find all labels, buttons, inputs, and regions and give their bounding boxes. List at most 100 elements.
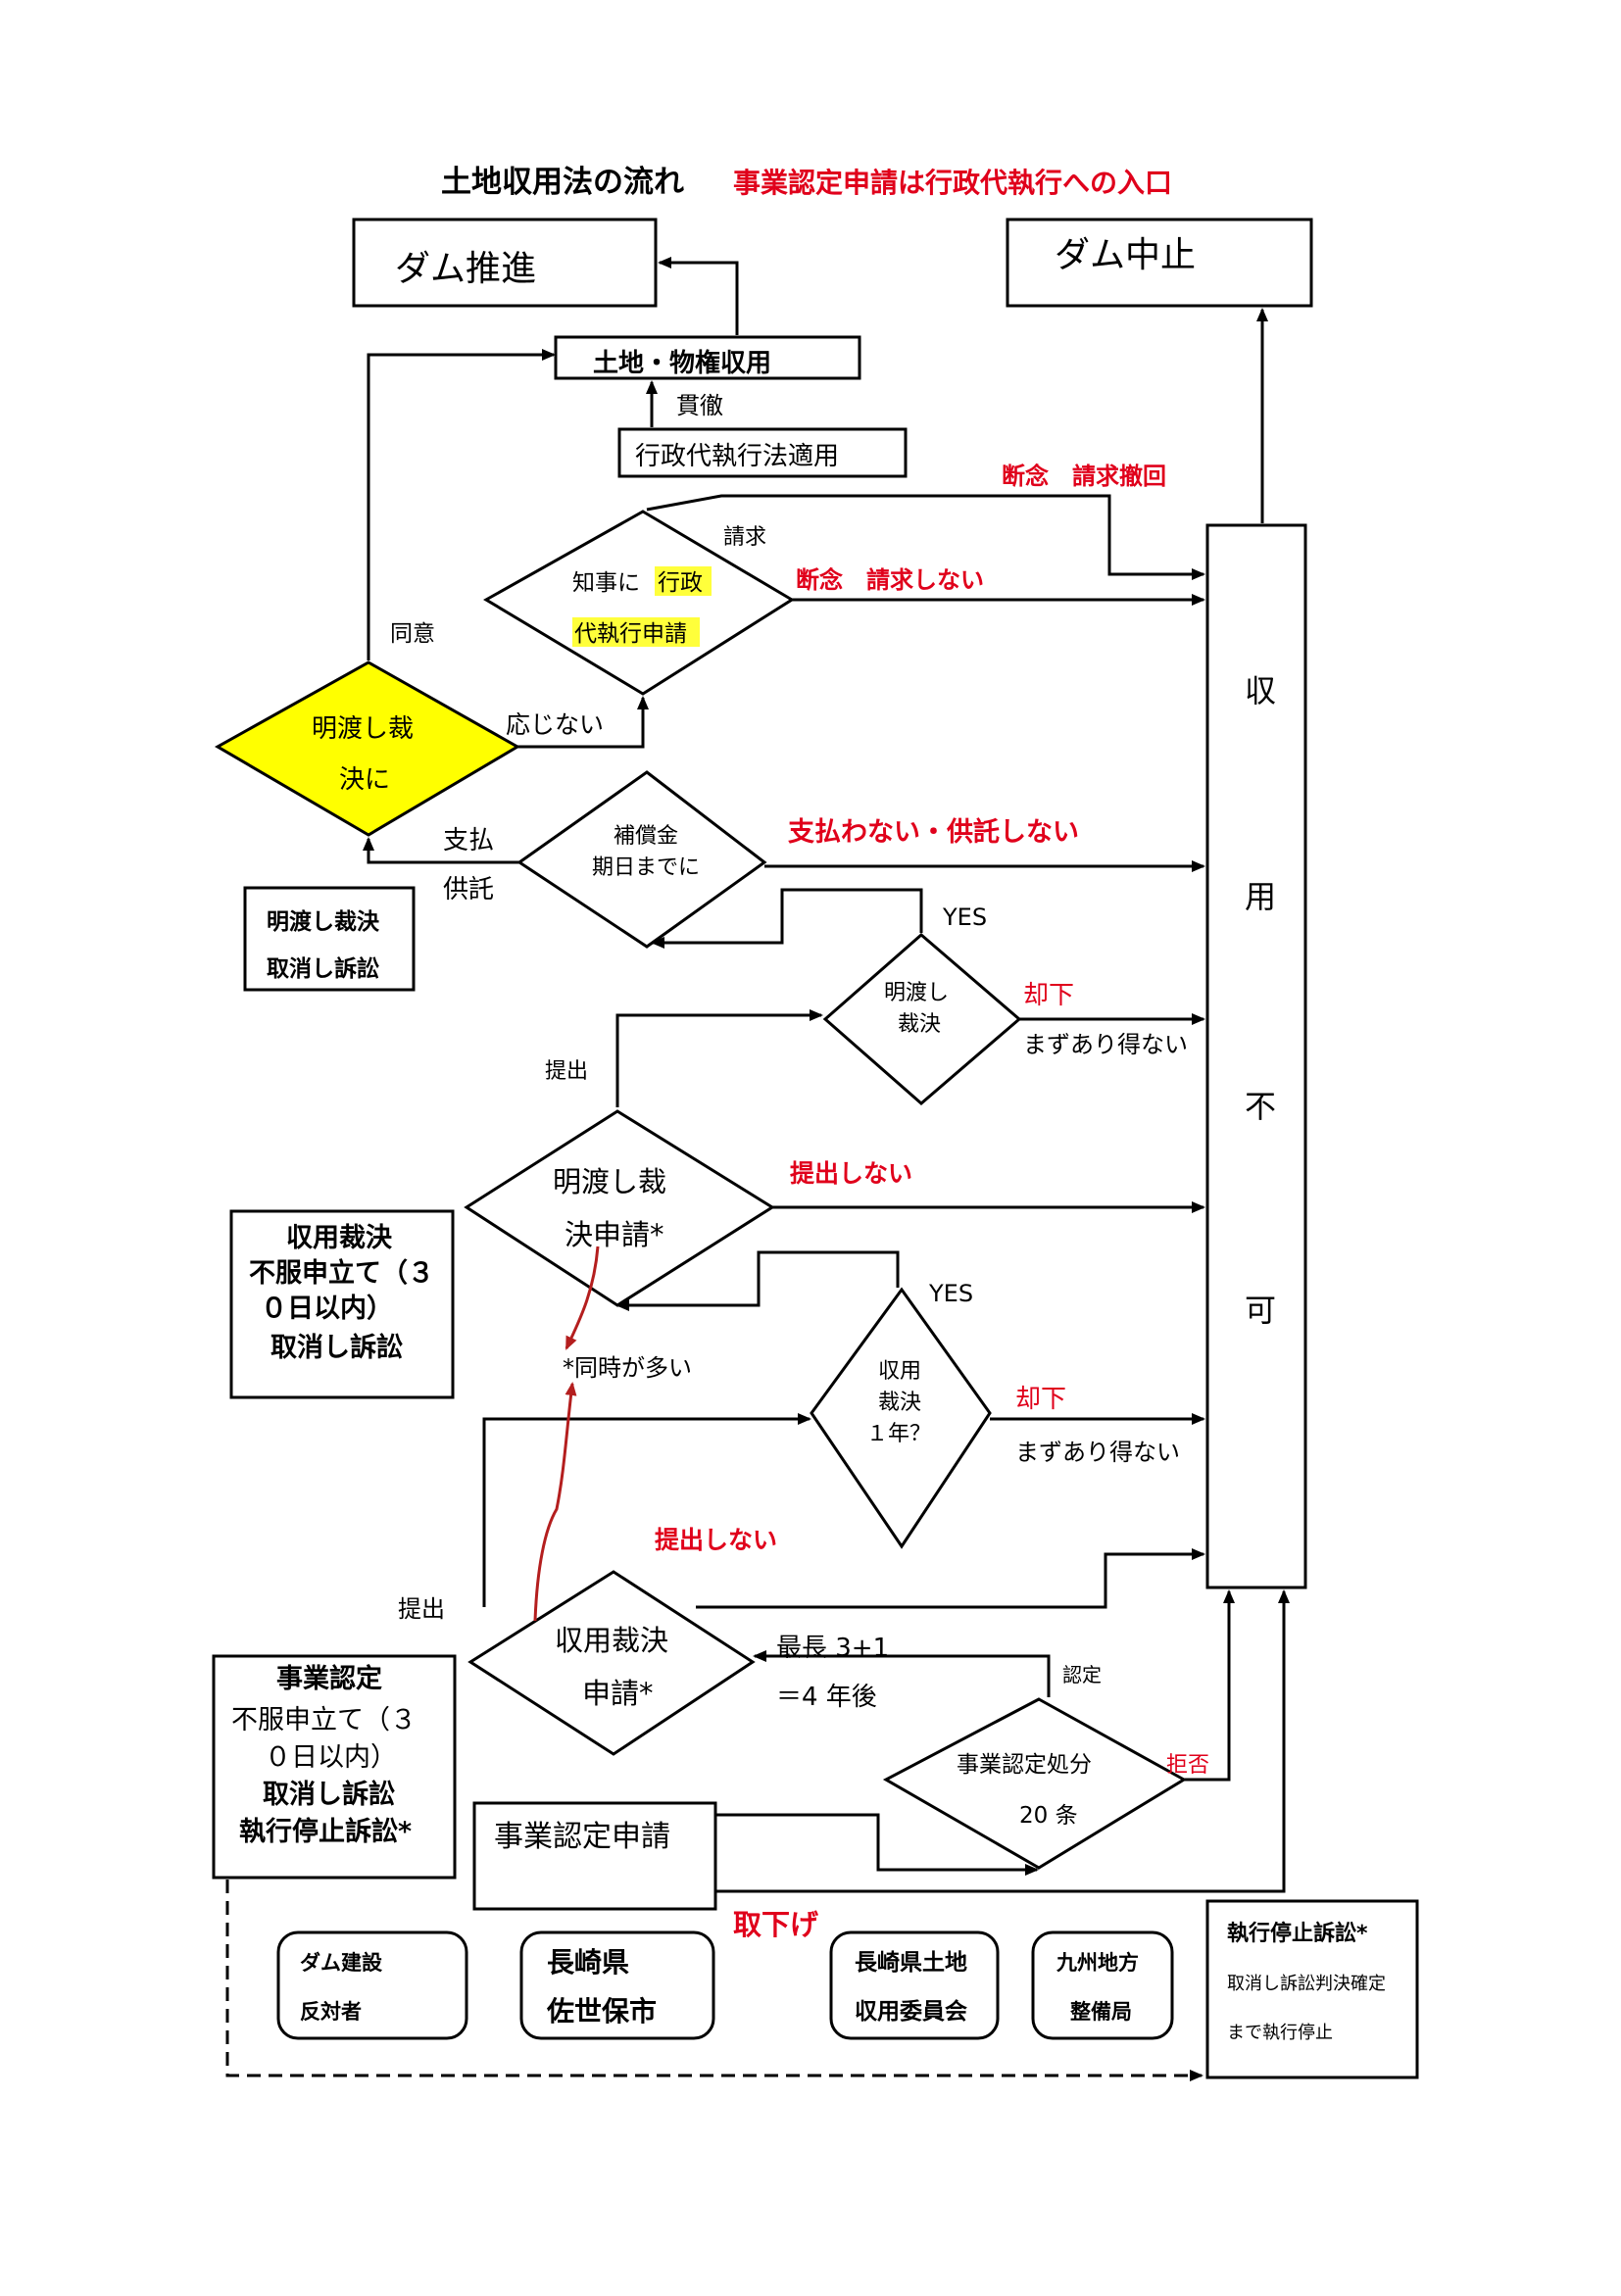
page-title: 土地収用法の流れ [441,165,684,200]
land-expropriation-label: 土地・物権収用 [593,348,771,378]
vacate-order-diamond [214,660,520,837]
arrow-approval-to-expropriation-request [753,1650,1051,1697]
vacate-ruling-lawsuit-text-1: 明渡し裁決 [267,908,380,935]
expropriation-request-diamond [467,1570,756,1756]
vacate-order-text-2: 決に [339,765,390,795]
page-subtitle: 事業認定申請は行政代執行への入口 [733,167,1172,199]
arrow-pay-to-vacate-order [363,837,519,864]
expropriation-ruling-appeal-2: 不服申立て（３ [249,1257,434,1289]
party-box-committee [829,1930,1000,2040]
agree-label: 同意 [390,621,435,647]
yes-label-2: YES [928,1280,973,1307]
dam-stop-box [1006,218,1313,308]
dam-promotion-label: ダム推進 [395,249,536,289]
vacate-ruling-text-2: 裁決 [898,1012,941,1037]
withdrawal-label: 取下げ [733,1908,819,1941]
party-box-sasebo [519,1930,715,2040]
project-approval-appeal-4: 取消し訴訟 [263,1779,395,1810]
compensation-text-1: 補償金 [614,824,678,849]
party-kyushu-1: 九州地方 [1056,1951,1139,1975]
governor-request-text-3: 代執行申請 [574,621,687,647]
party-kyushu-2: 整備局 [1070,2000,1132,2024]
project-approval-decision-text-1: 事業認定処分 [957,1752,1092,1778]
give-up-no-request-label: 断念 請求しない [796,566,984,594]
project-approval-appeal-5: 執行停止訴訟* [239,1816,412,1847]
highlight-proxy-request [572,617,700,647]
submit-label-2: 提出 [398,1595,445,1623]
approval-label: 認定 [1062,1663,1102,1686]
arrow-rejection-to-notpossible [1184,1589,1235,1782]
vacate-ruling-text-1: 明渡し [884,981,949,1005]
project-approval-decision-text-2: 20 条 [1019,1803,1078,1829]
project-approval-appeal-box [212,1654,457,1880]
max-years-label-2: ＝4 年後 [776,1683,877,1712]
unlikely-label-1: まずあり得ない [1023,1031,1188,1058]
not-expropriable-char-3: 不 [1245,1088,1276,1125]
arrow-expropriation-to-promotion [658,257,739,335]
not-pay-label: 支払わない・供託しない [788,816,1079,848]
vacate-ruling-lawsuit-text-2: 取消し訴訟 [267,955,379,982]
vacate-request-diamond [464,1109,775,1307]
vacate-order-text-1: 明渡し裁 [312,714,414,744]
pay-label: 支払 [443,826,494,855]
not-respond-label: 応じない [506,710,604,739]
suspension-lawsuit-box [1205,1899,1419,2079]
submit-label-1: 提出 [545,1059,588,1084]
party-opponents-2: 反対者 [300,2000,362,2024]
party-committee-2: 収用委員会 [855,1998,967,2025]
suspension-lawsuit-1: 執行停止訴訟* [1227,1921,1368,1946]
expropriation-ruling-appeal-3: ０日以内） [261,1294,393,1324]
arrow-yes-loop-1 [651,888,923,949]
expropriation-ruling-text-3: １年？ [866,1422,931,1446]
party-box-opponents [276,1930,468,2040]
arrow-request-to-decision [715,1813,1039,1876]
party-sasebo-2: 佐世保市 [546,1995,657,2027]
execution-label: 貫徹 [676,392,723,419]
vacate-request-text-2: 決申請* [565,1218,664,1251]
rejection-label: 拒否 [1166,1753,1209,1778]
max-years-label-1: 最長 3+1 [776,1634,889,1663]
expropriation-request-text-2: 申請* [582,1677,654,1710]
vacate-ruling-lawsuit-box [243,886,416,992]
simultaneous-curve-2 [533,1382,577,1622]
enforcement-act-label: 行政代執行法適用 [635,442,839,471]
project-approval-decision-diamond [882,1697,1187,1870]
give-up-withdraw-label: 断念 請求撤回 [1002,463,1166,490]
dismiss-label-1: 却下 [1023,981,1074,1010]
project-approval-appeal-3: ０日以内） [265,1742,397,1773]
compensation-text-2: 期日までに [592,855,700,880]
governor-request-text-2: 行政 [658,570,703,596]
project-approval-request-box [472,1801,717,1911]
not-expropriable-box [1205,523,1307,1589]
often-simultaneous-label: *同時が多い [563,1354,692,1382]
dashed-arrow-to-suspension [225,1880,1203,2081]
expropriation-ruling-appeal-box [229,1209,455,1399]
simultaneous-curve-1 [565,1246,600,1350]
not-expropriable-char-1: 収 [1245,672,1276,709]
party-committee-1: 長崎県土地 [855,1950,967,1976]
unlikely-label-2: まずあり得ない [1015,1439,1180,1466]
yes-label-1: YES [942,904,987,931]
governor-request-diamond [483,510,795,696]
suspension-lawsuit-2: 取消し訴訟判決確定 [1227,1974,1386,1994]
expropriation-ruling-diamond [810,1287,992,1549]
expropriation-request-text-1: 収用裁決 [555,1624,668,1657]
party-box-kyushu [1031,1930,1174,2040]
project-approval-request-label: 事業認定申請 [494,1820,670,1854]
dam-promotion-box [352,218,658,308]
not-expropriable-char-2: 用 [1245,878,1276,915]
arrow-submit-2 [482,1413,811,1607]
vacate-ruling-diamond [822,933,1022,1105]
dam-stop-label: ダム中止 [1055,235,1196,275]
not-expropriable-char-4: 可 [1245,1292,1276,1329]
arrow-agree-to-expropriation [367,349,556,660]
project-approval-appeal-1: 事業認定 [276,1663,382,1694]
request-label: 請求 [723,525,766,550]
expropriation-ruling-appeal-1: 収用裁決 [286,1223,393,1253]
dismiss-label-2: 却下 [1015,1385,1066,1414]
enforcement-act-box [617,427,908,478]
suspension-lawsuit-3: まで執行停止 [1227,2023,1333,2043]
project-approval-appeal-2: 不服申立て（３ [231,1705,417,1735]
